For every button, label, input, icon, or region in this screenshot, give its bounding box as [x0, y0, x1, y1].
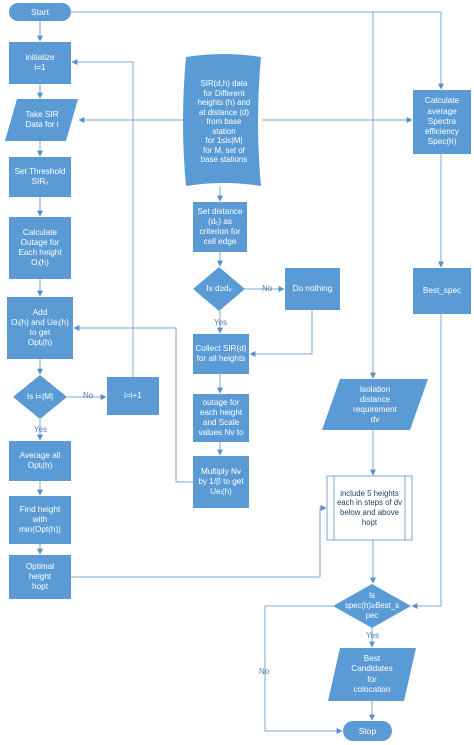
edge-multiply-add	[73, 325, 193, 483]
include-predefined-process	[326, 475, 413, 541]
set-distance-process	[193, 202, 247, 252]
take-sir-io	[5, 99, 78, 141]
sir-data-store	[183, 54, 261, 186]
optimal-label: Optimal height hopt	[25, 561, 55, 592]
set-distance-label: Set distance (dₑ) as criterion for cell …	[197, 206, 243, 247]
initialize-process	[9, 42, 71, 84]
best-candidates-io	[328, 648, 416, 701]
edge-label-no-spec: No	[259, 667, 270, 676]
collect-label: Collect SIR(d) for all heights	[195, 343, 247, 363]
edge-label-no-d: No	[262, 284, 273, 293]
sir-data-label: SIR(d,h) data for Different heights (h) …	[197, 79, 251, 165]
multiply-process	[193, 456, 249, 508]
best-candidates-label: Best Candidates for colocation	[351, 654, 393, 694]
edge-opt-include	[71, 505, 327, 578]
edge-label-no-i: No	[83, 391, 94, 400]
average-label: Average all Optᵢ(h)	[19, 450, 61, 470]
calc-spec-process	[413, 90, 471, 154]
i-plus-label: i=i+1	[124, 390, 142, 400]
i-plus-process	[107, 377, 159, 415]
collect-process	[193, 334, 249, 374]
stop-label: Stop	[358, 725, 377, 736]
decision-spec	[333, 584, 411, 628]
decision-i	[13, 375, 67, 419]
calc-outage-process	[9, 217, 71, 279]
stop-terminal	[343, 721, 392, 741]
start-terminal	[9, 3, 71, 21]
edge-iplus-init	[71, 59, 134, 377]
edge-label-yes-spec: Yes	[366, 631, 380, 640]
outage-each-process	[193, 394, 249, 442]
start-label: Start	[31, 6, 49, 17]
set-threshold-process	[9, 157, 71, 197]
do-nothing-label: Do nothing	[292, 283, 333, 293]
optimal-process	[9, 555, 71, 599]
find-height-label: Find height with min(Opt(h))	[19, 504, 61, 535]
edge-label-yes-d: Yes	[214, 318, 228, 327]
decision-d	[193, 267, 245, 311]
isolation-label: Isolation distance requirement dv	[353, 384, 397, 425]
set-threshold-label: Set Threshold SIRₒ	[14, 166, 66, 186]
add-process	[7, 297, 73, 359]
decision-d-label: Is d≥dₑ	[206, 283, 232, 293]
add-label: Add Oᵢ(h) and Ueᵢ(h) to get Optᵢ(h)	[11, 307, 69, 348]
decision-spec-label: Is spec(h)≥Best_s pec	[344, 591, 400, 620]
edge-label-yes-i: Yes	[34, 425, 48, 434]
decision-i-label: Is i=|M|	[26, 391, 54, 401]
multiply-label: Multiply Nv by 1/β to get Ueᵢ(h)	[198, 466, 244, 497]
best-spec-label: Best_spec	[422, 285, 462, 295]
edge-donothing-collect	[249, 310, 313, 357]
edge-bestspec-decision	[411, 314, 442, 609]
isolation-io	[322, 379, 428, 430]
do-nothing-process	[285, 268, 340, 310]
calc-spec-label: Calculate average Spectra efficiency Spe…	[424, 96, 460, 147]
calc-outage-label: Calculate Outage for Each height Oᵢ(h)	[18, 227, 62, 268]
outage-each-label: outage for each height and Scale values …	[198, 397, 244, 438]
average-process	[9, 441, 71, 481]
include-label: include 5 heights each in steps of dv be…	[336, 488, 402, 527]
initialize-label: initialize i=1	[25, 52, 55, 72]
best-spec-process	[413, 268, 471, 314]
find-height-process	[9, 496, 71, 544]
take-sir-label: Take SIR Data for i	[25, 109, 59, 129]
edge-decision-spec-no	[264, 605, 343, 734]
